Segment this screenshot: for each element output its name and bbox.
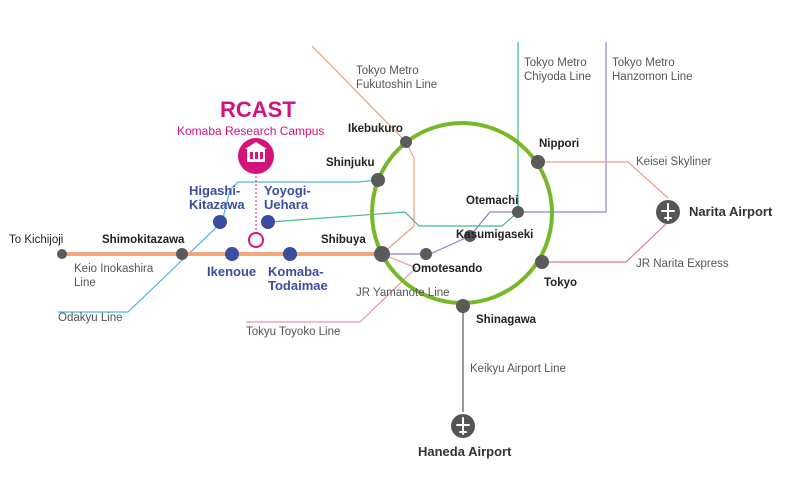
station-shimokitazawa: [176, 248, 188, 260]
station-higashi-kitazawa: [213, 215, 227, 229]
fukutoshin-line: [311, 45, 415, 255]
kasumigaseki-label: Kasumigaseki: [456, 229, 534, 241]
omotesando-label: Omotesando: [412, 263, 483, 275]
ikebukuro-label: Ikebukuro: [348, 123, 403, 135]
shibuya-label: Shibuya: [321, 234, 366, 246]
chiyoda-line: [269, 42, 519, 227]
hanzomon-line-label: Tokyo Metro Hanzomon Line: [612, 57, 693, 83]
station-kasumigaseki: [464, 230, 476, 242]
narita-express-label: JR Narita Express: [636, 258, 729, 270]
station-yoyogi-uehara: [261, 215, 275, 229]
yamanote-line-label: JR Yamanote Line: [356, 287, 450, 299]
higashi-kitazawa-label: Higashi- Kitazawa: [189, 183, 245, 212]
to-kichijoji-label: To Kichijoji: [9, 234, 64, 246]
chiyoda-line-label: Tokyo Metro Chiyoda Line: [524, 57, 592, 83]
yoyogi-uehara-label: Yoyogi- Uehara: [264, 183, 311, 212]
odakyu-line-label: Odakyu Line: [58, 312, 123, 324]
haneda-airport-label: Haneda Airport: [418, 444, 512, 459]
keisei-skyliner-line: [538, 161, 669, 199]
keisei-skyliner-label: Keisei Skyliner: [636, 156, 712, 168]
ikenoue-label: Ikenoue: [207, 264, 257, 279]
haneda-airplane-icon: [451, 414, 475, 438]
nippori-label: Nippori: [539, 138, 580, 150]
station-tokyo: [535, 255, 549, 269]
komaba-todaimae-label: Komaba- Todaimae: [268, 264, 328, 293]
station-shibuya: [374, 246, 390, 262]
toyoko-line-label: Tokyu Toyoko Line: [246, 326, 341, 338]
station-otemachi: [512, 206, 524, 218]
station-nippori: [531, 155, 545, 169]
rcast-title: RCAST: [220, 97, 296, 122]
narita-express-line: [542, 221, 669, 263]
shinagawa-label: Shinagawa: [476, 314, 537, 326]
station-shinagawa: [456, 299, 470, 313]
station-kichijoji-end: [57, 249, 67, 259]
station-komaba-todaimae: [283, 247, 297, 261]
otemachi-label: Otemachi: [466, 195, 519, 207]
fukutoshin-line-label: Tokyo Metro Fukutoshin Line: [356, 65, 438, 91]
inokashira-line-label: Keio Inokashira Line: [74, 263, 154, 289]
narita-airplane-icon: [656, 200, 680, 224]
rcast-subtitle: Komaba Research Campus: [177, 124, 325, 138]
station-shinjuku: [371, 173, 385, 187]
station-ikebukuro: [400, 136, 412, 148]
keikyu-line-label: Keikyu Airport Line: [470, 363, 566, 375]
rcast-marker: [248, 232, 264, 248]
narita-airport-label: Narita Airport: [689, 204, 773, 219]
odakyu-line: [58, 179, 379, 313]
shimokitazawa-label: Shimokitazawa: [102, 234, 185, 246]
campus-building-icon: [238, 138, 274, 174]
tokyo-label: Tokyo: [544, 277, 578, 289]
tokyu-toyoko-line: [246, 253, 418, 323]
shinjuku-label: Shinjuku: [326, 157, 375, 169]
station-omotesando: [420, 248, 432, 260]
station-ikenoue: [225, 247, 239, 261]
